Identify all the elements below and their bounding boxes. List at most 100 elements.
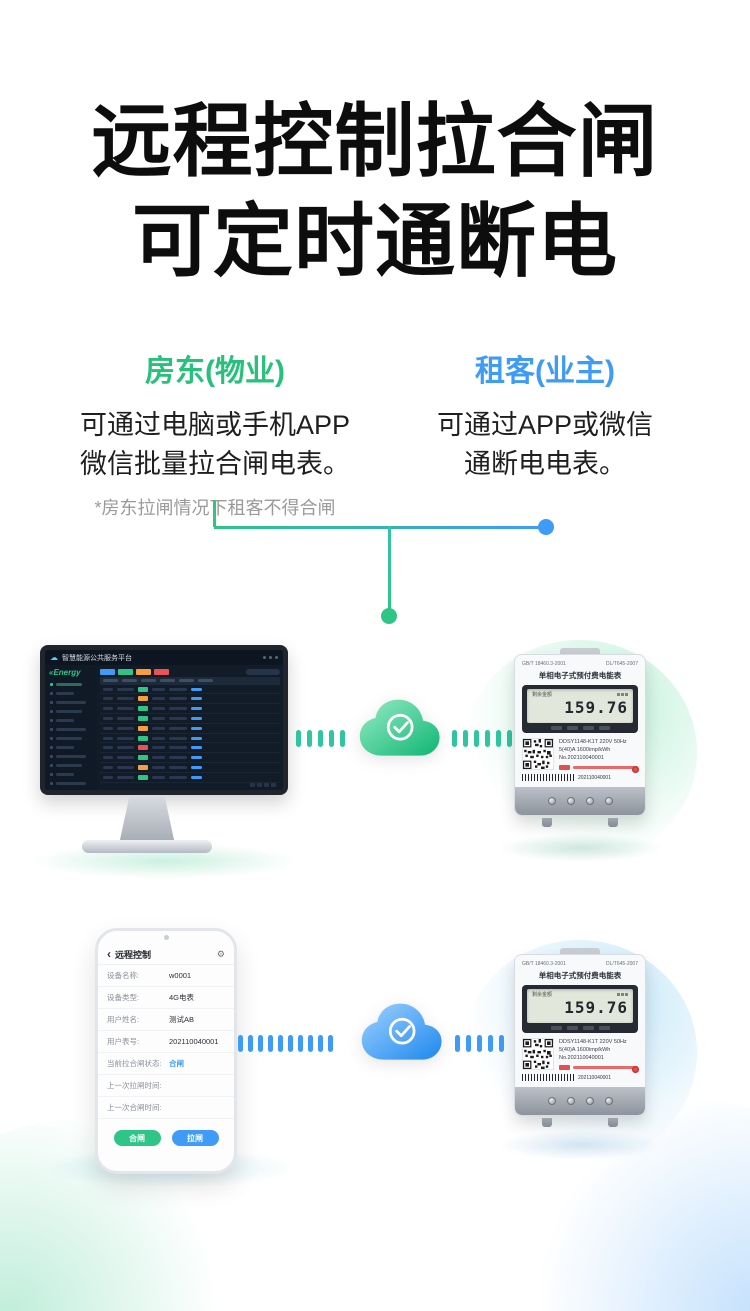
connector-stub-left <box>213 500 216 527</box>
close-gate-button[interactable]: 合闸 <box>113 1130 161 1146</box>
status-chip <box>138 725 148 731</box>
navbar-action-icons <box>263 656 278 659</box>
sidebar-item <box>45 716 97 725</box>
meter-lugs <box>514 818 646 827</box>
platform-title: 智慧能源公共服务平台 <box>62 654 132 662</box>
brand-text-bar <box>573 1066 638 1069</box>
brand-logo-icon <box>559 1065 570 1070</box>
meter2-shadow <box>498 1130 663 1160</box>
sidebar-item <box>45 698 97 707</box>
tenant-description: 可通过APP或微信 通断电电表。 <box>385 406 705 484</box>
lcd-label: 剩余金额 <box>532 692 553 698</box>
connector-dot-green <box>381 608 397 624</box>
screw-icon <box>604 1097 613 1105</box>
table-row <box>100 685 280 695</box>
table-row <box>100 763 280 773</box>
table-row <box>100 773 280 783</box>
screw-icon <box>604 797 613 805</box>
monitor-stand-base <box>82 840 212 853</box>
table-row <box>100 714 280 724</box>
tenant-line2: 通断电电表。 <box>464 449 626 479</box>
landlord-line1: 可通过电脑或手机APP <box>79 410 351 440</box>
tenant-heading: 租客(业主) <box>475 355 615 388</box>
barcode-number: 202110040001 <box>578 1074 611 1081</box>
status-chip <box>138 774 148 780</box>
table-row <box>100 734 280 744</box>
connector-dot-blue <box>538 519 554 535</box>
table-header <box>100 676 280 685</box>
tenant-line1: 可通过APP或微信 <box>436 410 654 440</box>
hero-title: 远程控制拉合闸 可定时通断电 <box>0 92 750 292</box>
table-row <box>100 724 280 734</box>
status-chip <box>138 765 148 771</box>
sidebar-item <box>45 752 97 761</box>
connector-vertical-line <box>388 526 391 614</box>
meter-model: DDSY1148-K1T 220V 50Hz <box>559 739 627 745</box>
app-row-last-close-time: 上一次合闸时间: <box>98 1097 234 1119</box>
meter-lcd-frame: 剩余金额 159.76 <box>522 985 638 1033</box>
electric-meter: GB/T 18460.3-2001 DL/T645-2007 单相电子式预付费电… <box>514 948 646 1127</box>
status-chip <box>138 715 148 721</box>
meter-serial: No.202110040001 <box>559 1055 604 1061</box>
meter-brand-line <box>559 1065 638 1070</box>
tenant-column: 租客(业主) 可通过APP或微信 通断电电表。 <box>385 346 705 484</box>
table-row <box>100 743 280 754</box>
desktop-monitor: ☁ 智慧能源公共服务平台 «Energy <box>40 645 288 795</box>
back-icon[interactable]: ‹ <box>107 947 111 961</box>
dashboard-main <box>97 665 283 790</box>
toolbar-button-green <box>118 668 133 675</box>
barcode-icon <box>522 774 574 781</box>
brand-logo-icon <box>559 765 570 770</box>
meter-serial: No.202110040001 <box>559 755 604 761</box>
meter-standard-right: DL/T645-2007 <box>606 661 638 667</box>
signal-bars <box>455 1035 504 1052</box>
toolbar-search <box>246 668 280 675</box>
status-chip <box>138 745 148 751</box>
status-chip <box>138 755 148 761</box>
table-row <box>100 694 280 705</box>
status-chip <box>138 706 148 712</box>
app-buttons: 合闸 拉闸 <box>98 1130 234 1146</box>
meter-standard-right: DL/T645-2007 <box>606 961 638 967</box>
hero-title-line1: 远程控制拉合闸 <box>91 97 659 186</box>
signal-bars <box>452 730 512 747</box>
meter-product-name: 单相电子式预付费电能表 <box>538 971 622 980</box>
open-gate-button[interactable]: 拉闸 <box>171 1130 219 1146</box>
app-navbar: ‹ 远程控制 ⚙ <box>98 944 234 965</box>
meter-standard-left: GB/T 18460.3-2001 <box>522 661 566 667</box>
lcd-reading: 159.76 <box>564 698 628 717</box>
sidebar-item <box>45 761 97 770</box>
cloud-logo-icon: ☁ <box>50 652 58 662</box>
gear-icon[interactable]: ⚙ <box>216 948 225 959</box>
meter-spec: 5(40)A 1600imp/kWh <box>559 1047 611 1053</box>
meter-mount-tab <box>560 948 600 956</box>
dashboard-sidebar: «Energy <box>45 665 97 790</box>
status-chip <box>138 696 148 702</box>
cloud-shield-icon <box>359 699 440 756</box>
table-row <box>100 704 280 715</box>
meter-spec-lines: DDSY1148-K1T 220V 50Hz 5(40)A 1600imp/kW… <box>559 1038 638 1070</box>
app-title: 远程控制 <box>115 949 152 960</box>
sidebar-item <box>45 707 97 716</box>
landlord-line2: 微信批量拉合闸电表。 <box>80 449 350 479</box>
sidebar-item <box>45 689 97 698</box>
meter-standards: GB/T 18460.3-2001 DL/T645-2007 <box>522 661 638 667</box>
barcode-icon <box>522 1074 574 1081</box>
app-row-device-type: 设备类型: 4G电表 <box>98 987 234 1009</box>
meter-brand-line <box>559 765 638 770</box>
meter-barcode-row: 202110040001 <box>522 1073 638 1082</box>
meter-lcd-frame: 剩余金额 159.76 <box>522 685 638 733</box>
toolbar-button-blue <box>100 668 115 675</box>
meter-spec: 5(40)A 1600imp/kWh <box>559 747 611 753</box>
sidebar-item <box>45 725 97 734</box>
app-row-device-name: 设备名称: w0001 <box>98 965 234 987</box>
meter-buttons <box>527 726 633 730</box>
dashboard-navbar: ☁ 智慧能源公共服务平台 <box>45 650 283 665</box>
meter-model: DDSY1148-K1T 220V 50Hz <box>559 1039 627 1045</box>
meter-spec-lines: DDSY1148-K1T 220V 50Hz 5(40)A 1600imp/kW… <box>559 738 638 770</box>
app-row-meter-number: 用户表号: 202110040001 <box>98 1031 234 1053</box>
meter-body: GB/T 18460.3-2001 DL/T645-2007 单相电子式预付费电… <box>514 954 646 1116</box>
connector-horizontal-line <box>214 526 546 529</box>
sidebar-item <box>45 779 97 788</box>
meter1-shadow <box>498 834 663 862</box>
